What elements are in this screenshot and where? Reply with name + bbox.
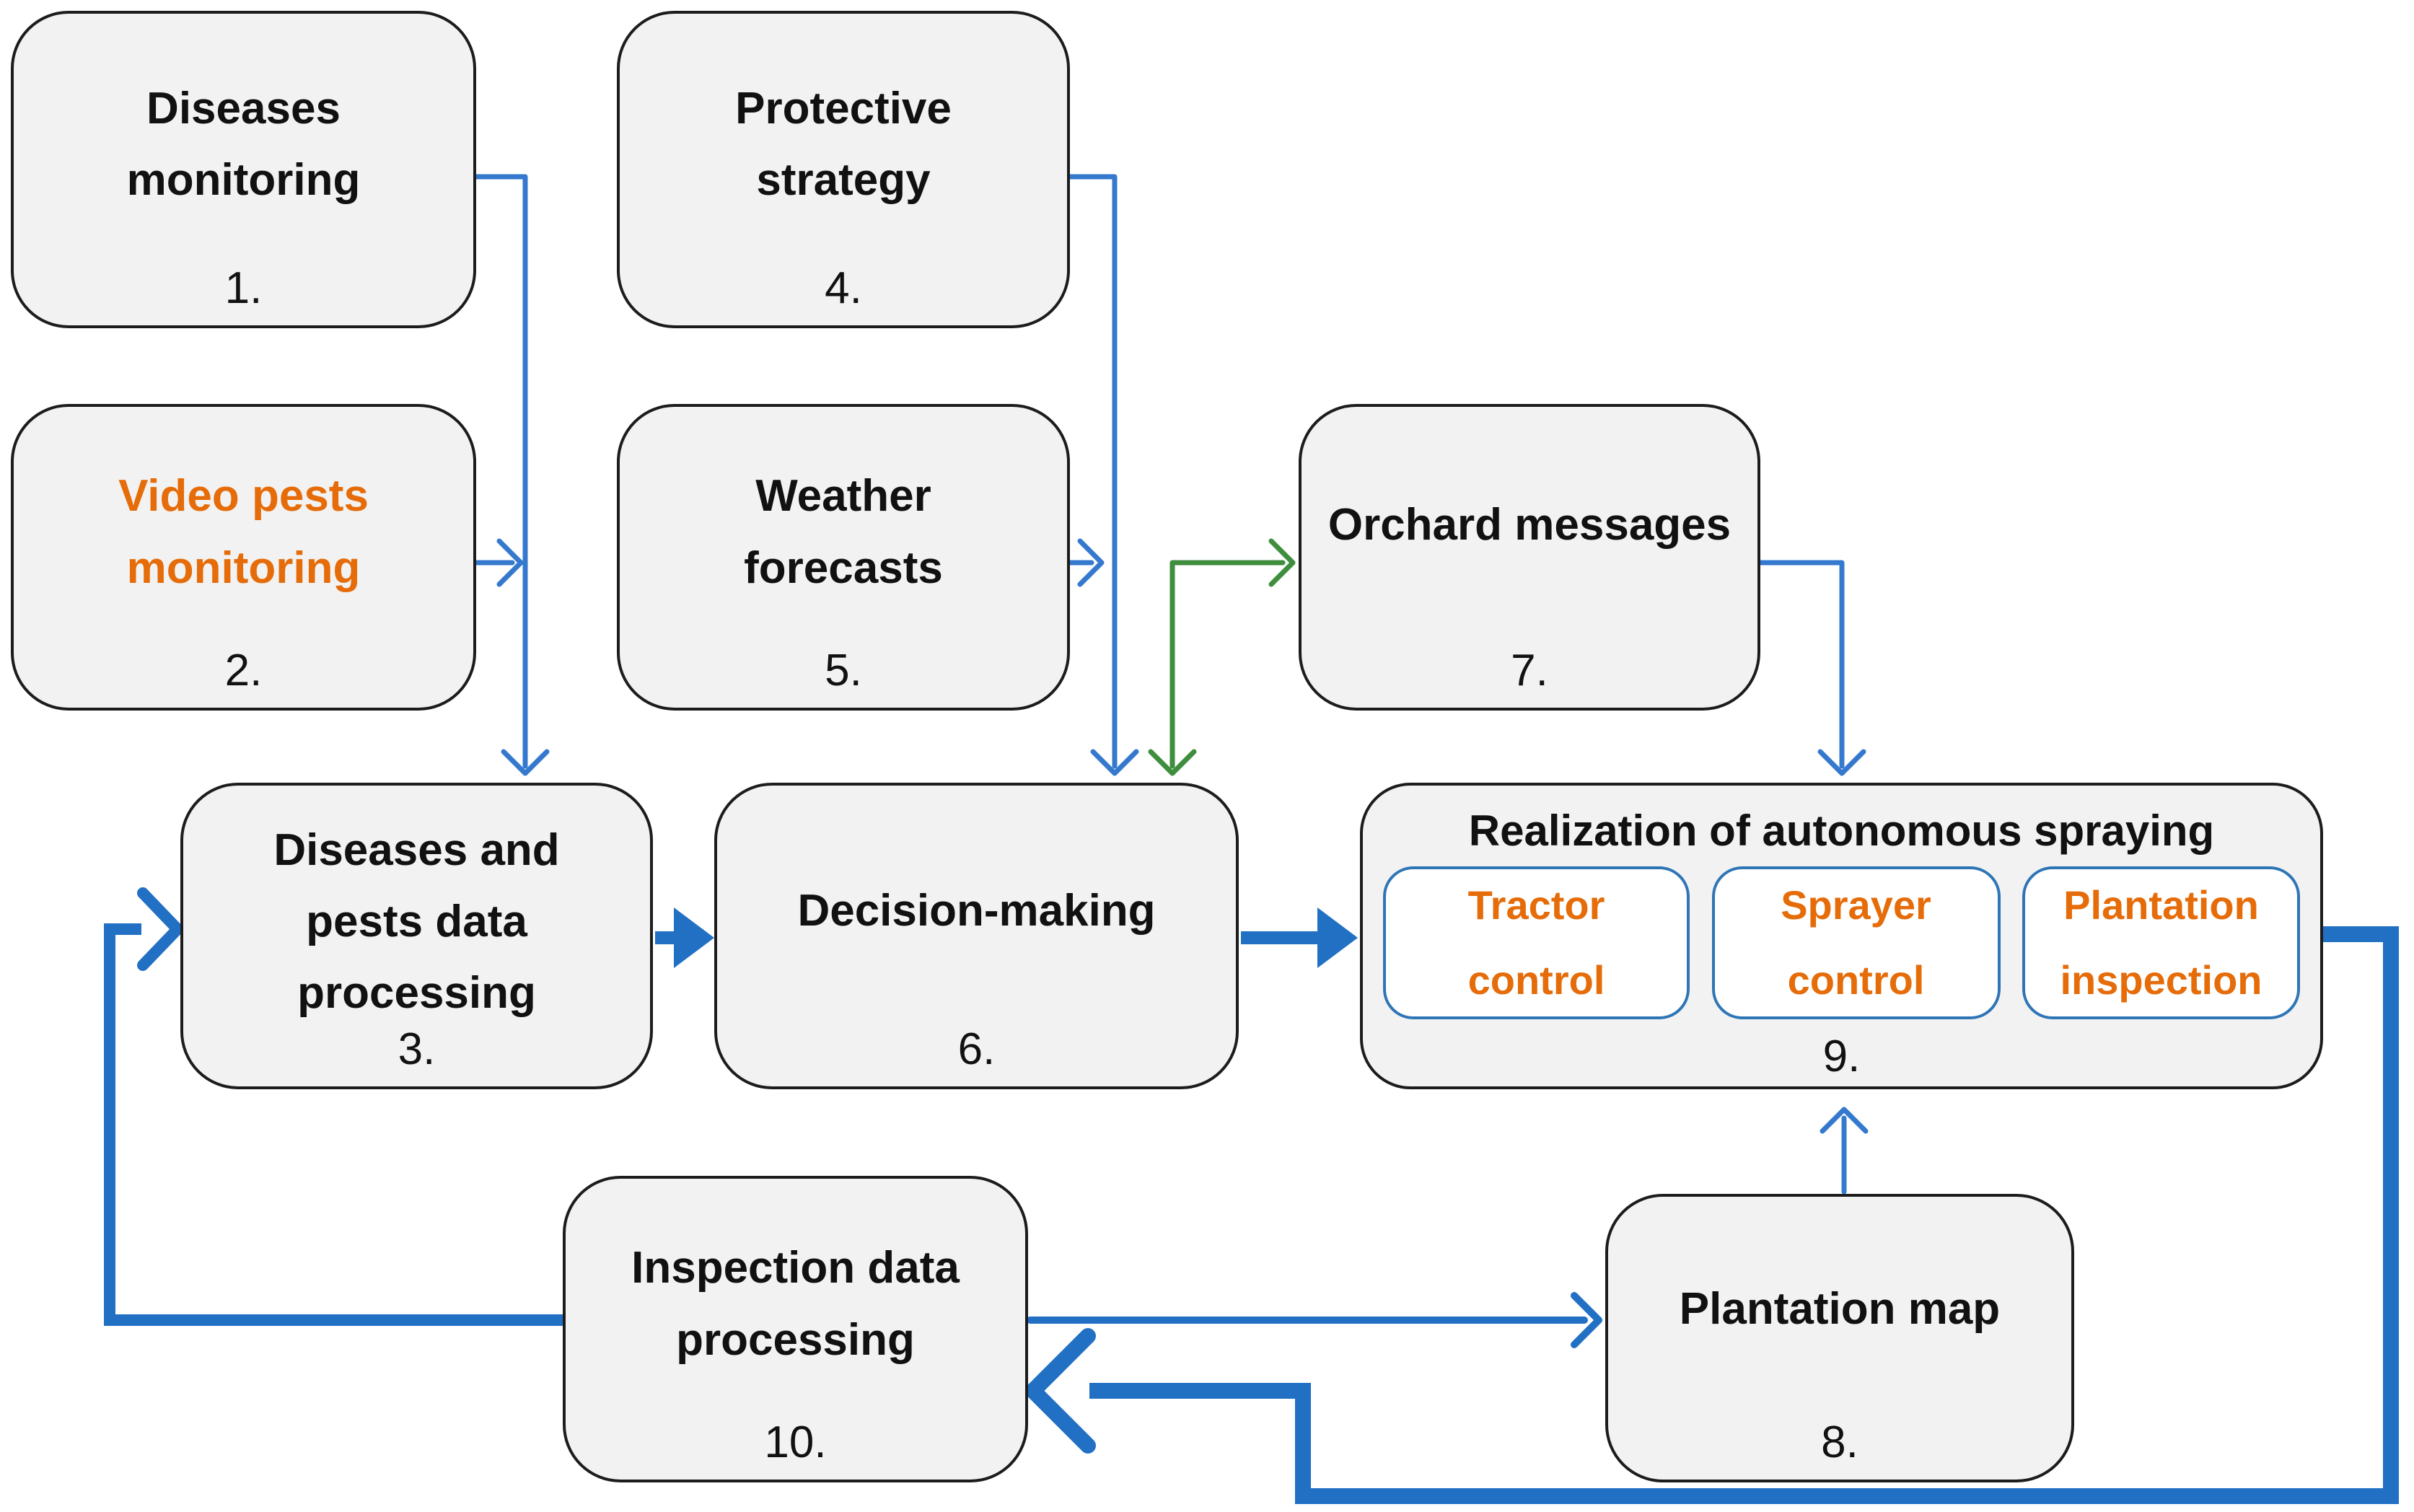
arrowhead-left-icon — [1025, 1328, 1096, 1454]
arrowhead-down-icon — [1817, 749, 1866, 776]
box-video-pests-monitoring: Video pests monitoring 2. — [11, 404, 476, 711]
subbox-tractor-control: Tractor control — [1383, 866, 1690, 1019]
subbox-label: Sprayer control — [1781, 882, 1931, 1003]
realization-subboxes: Tractor control Sprayer control Plantati… — [1363, 866, 2320, 1019]
box-title: Realization of autonomous spraying — [1468, 806, 2215, 855]
box-number: 4. — [825, 263, 862, 313]
arrow-decision-orchard-messages-green — [1148, 538, 1296, 776]
arrowhead-up-icon — [1820, 1107, 1869, 1134]
box-label: Diseases monitoring — [126, 83, 361, 205]
arrow-video-pests-join — [473, 538, 524, 587]
box-label: Protective strategy — [735, 83, 952, 205]
box-number: 7. — [1511, 646, 1548, 695]
box-number: 9. — [1822, 1032, 1861, 1081]
arrow-diseases-monitoring-to-processing — [473, 174, 550, 776]
box-label: Diseases and pests data processing — [273, 825, 560, 1019]
box-label: Orchard messages — [1327, 499, 1732, 550]
subbox-label: Plantation inspection — [2060, 882, 2262, 1003]
box-orchard-messages: Orchard messages 7. — [1299, 404, 1760, 711]
box-plantation-map: Plantation map 8. — [1605, 1194, 2074, 1482]
box-label: Weather forecasts — [744, 471, 943, 593]
box-inspection-data-processing: Inspection data processing 10. — [563, 1176, 1028, 1482]
arrowhead-right-icon — [1317, 907, 1358, 968]
arrowhead-down-icon — [1148, 749, 1197, 776]
box-number: 8. — [1821, 1418, 1858, 1467]
arrow-orchard-messages-to-realization — [1757, 560, 1866, 776]
box-number: 5. — [825, 646, 862, 695]
box-label: Inspection data processing — [631, 1243, 960, 1365]
box-number: 6. — [957, 1024, 996, 1074]
box-decision-making: Decision-making 6. — [714, 783, 1239, 1089]
box-number: 1. — [224, 263, 263, 313]
subbox-label: Tractor control — [1467, 882, 1605, 1003]
arrow-inspection-processing-to-plantation-map — [1027, 1292, 1602, 1348]
box-number: 10. — [764, 1418, 827, 1467]
arrowhead-right-icon — [496, 538, 524, 587]
arrowhead-down-icon — [501, 749, 550, 776]
box-label: Plantation map — [1679, 1284, 2001, 1335]
arrowhead-right-icon — [137, 887, 183, 971]
box-realization-autonomous-spraying: Realization of autonomous spraying Tract… — [1360, 783, 2323, 1089]
box-number: 3. — [398, 1024, 436, 1074]
box-number: 2. — [224, 646, 263, 695]
arrowhead-down-icon — [1090, 749, 1139, 776]
arrow-protective-strategy-to-decision — [1067, 174, 1139, 776]
arrow-decision-to-realization — [1241, 907, 1358, 968]
arrow-weather-forecasts-join — [1066, 538, 1105, 587]
box-diseases-monitoring: Diseases monitoring 1. — [11, 11, 476, 328]
arrowhead-right-icon — [1077, 538, 1105, 587]
subbox-plantation-inspection: Plantation inspection — [2022, 866, 2300, 1019]
arrow-plantation-map-to-realization — [1820, 1107, 1869, 1195]
arrowhead-right-icon — [674, 907, 714, 968]
box-weather-forecasts: Weather forecasts 5. — [617, 404, 1070, 711]
box-label: Video pests monitoring — [118, 471, 369, 593]
arrowhead-right-icon — [1571, 1292, 1602, 1348]
arrow-processing-to-decision — [655, 907, 714, 968]
box-diseases-pests-data-processing: Diseases and pests data processing 3. — [180, 783, 653, 1089]
box-label: Decision-making — [797, 885, 1156, 936]
subbox-sprayer-control: Sprayer control — [1711, 866, 2001, 1019]
arrowhead-right-icon — [1268, 538, 1296, 587]
box-protective-strategy: Protective strategy 4. — [617, 11, 1070, 328]
